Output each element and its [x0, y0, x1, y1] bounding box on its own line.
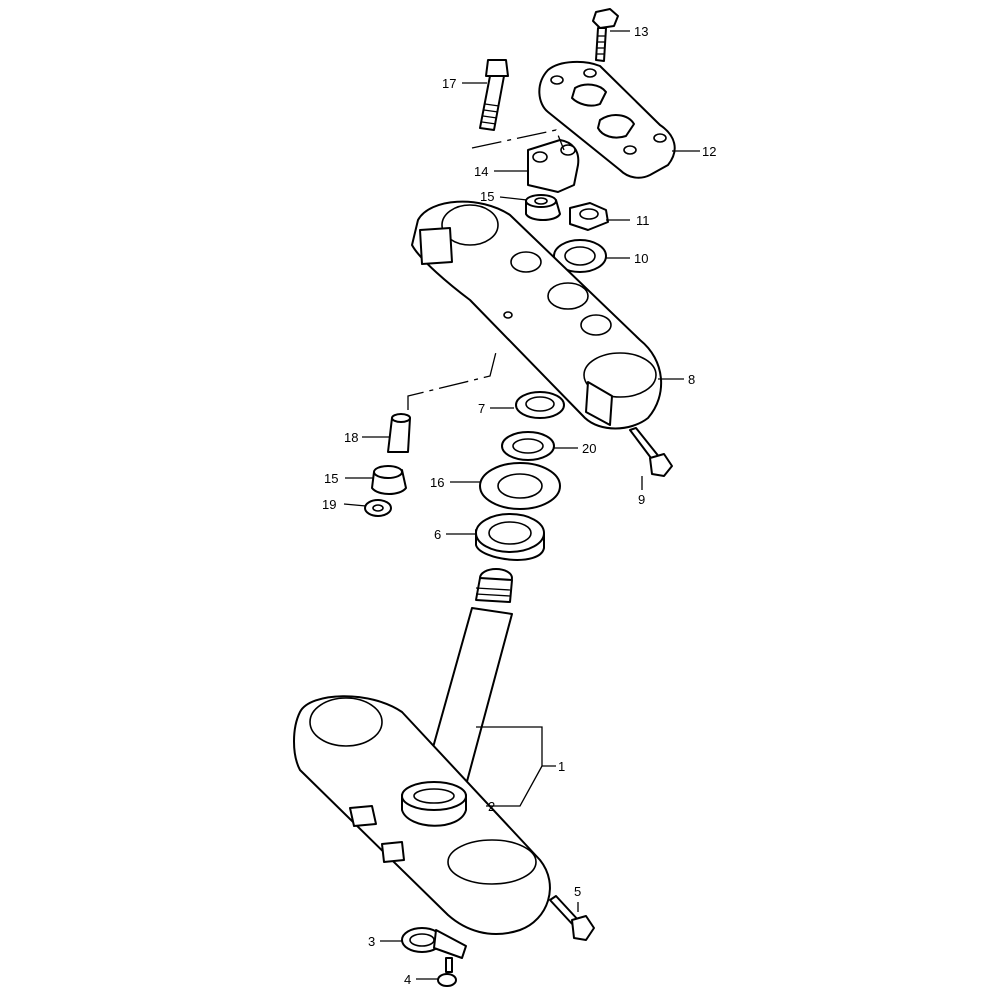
- callout-1: 1: [558, 759, 565, 774]
- adjust-nut-7: [515, 391, 565, 419]
- callout-17: 17: [442, 76, 456, 91]
- callouts: 13 17 12 14 15 11 10 8 7 18 20 15 9 16 1…: [322, 24, 716, 987]
- callout-20: 20: [582, 441, 596, 456]
- callout-8: 8: [688, 372, 695, 387]
- assembly-line-17-14: [471, 129, 565, 151]
- callout-7: 7: [478, 401, 485, 416]
- callout-14: 14: [474, 164, 488, 179]
- bolt-5: [549, 895, 595, 941]
- screw-4: [437, 957, 457, 987]
- callout-15-top: 15: [480, 189, 494, 204]
- callout-15-bottom: 15: [324, 471, 338, 486]
- bolt-9: [629, 427, 673, 477]
- bearing-2: [401, 781, 467, 827]
- callout-6: 6: [434, 527, 441, 542]
- clamp-3: [401, 927, 467, 959]
- washer-19: [364, 499, 392, 517]
- upper-bracket-8: [411, 200, 663, 430]
- callout-12: 12: [702, 144, 716, 159]
- callout-3: 3: [368, 934, 375, 949]
- cushion-15-bottom: [371, 465, 407, 495]
- leader-lines: [343, 30, 700, 980]
- callout-4: 4: [404, 972, 411, 987]
- callout-10: 10: [634, 251, 648, 266]
- callout-16: 16: [430, 475, 444, 490]
- callout-9: 9: [638, 492, 645, 507]
- bolt-17: [479, 59, 509, 131]
- callout-18: 18: [344, 430, 358, 445]
- callout-11: 11: [636, 213, 650, 228]
- handlebar-holder-14: [527, 139, 580, 193]
- cushion-15-top: [525, 194, 561, 221]
- washer-20: [501, 431, 555, 461]
- callout-13: 13: [634, 24, 648, 39]
- callout-2: 2: [488, 799, 495, 814]
- assembly-line-18-8: [407, 351, 497, 410]
- bearing-6: [475, 513, 545, 561]
- dust-seal-16: [479, 462, 561, 510]
- steering-stem-1: [293, 568, 551, 936]
- stem-nut-11: [569, 202, 609, 231]
- bolt-13: [592, 8, 619, 62]
- collar-18: [387, 413, 411, 453]
- callout-19: 19: [322, 497, 336, 512]
- callout-5: 5: [574, 884, 581, 899]
- handlebar-holder-12: [538, 60, 676, 179]
